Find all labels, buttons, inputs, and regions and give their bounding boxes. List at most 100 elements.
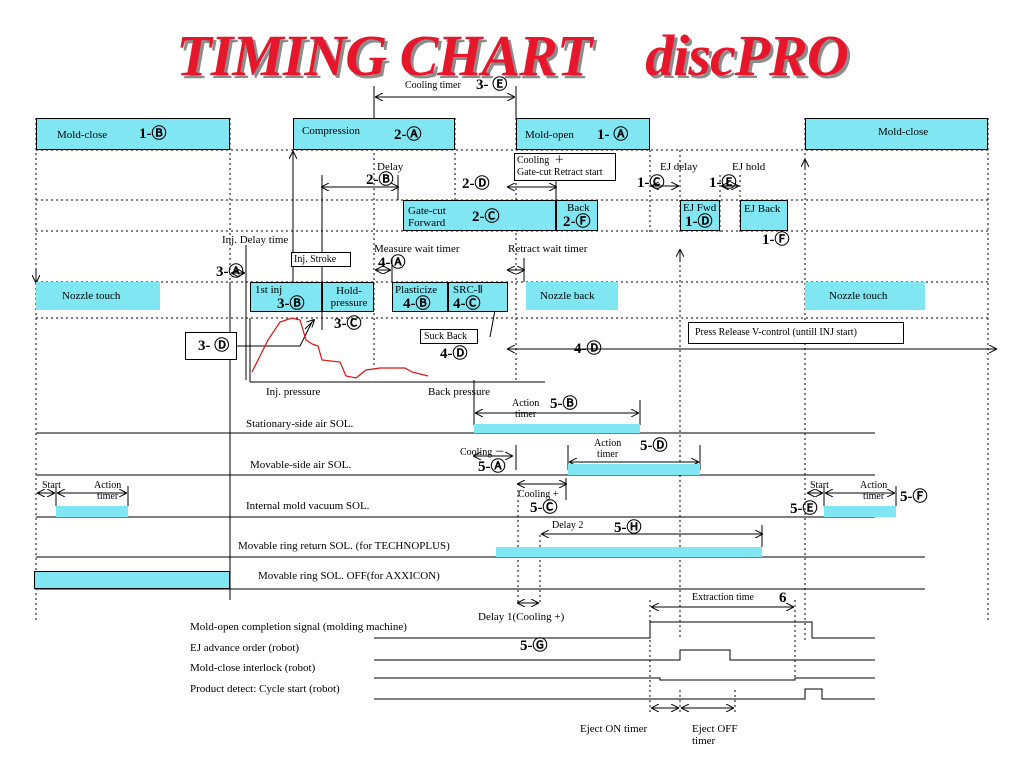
extraction-time-label: Extraction time <box>692 592 754 603</box>
inj-stroke-box: Inj. Stroke <box>291 252 351 267</box>
nozzle-back-block: Nozzle back <box>526 282 618 310</box>
movable-ring-return-label: Movable ring return SOL. (for TECHNOPLUS… <box>238 540 450 552</box>
gate-cut-forward-block: Gate-cut Forward 2-Ⓒ <box>403 200 556 231</box>
back-label: Back <box>567 202 590 214</box>
movable-air-bar <box>568 464 700 475</box>
plasticize-block: Plasticize 4-Ⓑ <box>392 282 448 312</box>
movable-ring-return-bar <box>496 547 762 557</box>
code-4d-2: 4-Ⓓ <box>574 341 602 357</box>
mold-close-label-2: Mold-close <box>878 126 929 138</box>
delay-2-label: Delay 2 <box>552 520 584 531</box>
start-label-2: Start <box>810 480 829 491</box>
mold-close-interlock-label: Mold-close interlock (robot) <box>190 662 316 674</box>
internal-vacuum-label: Internal mold vacuum SOL. <box>246 500 370 512</box>
ej-hold-code: 1-Ⓔ <box>709 175 737 191</box>
delay-code: 2-Ⓑ <box>366 172 394 188</box>
nozzle-touch-label-2: Nozzle touch <box>829 290 888 302</box>
movable-ring-off-label: Movable ring SOL. OFF(for AXXICON) <box>258 570 440 582</box>
ej-back-block: EJ Back <box>740 200 788 231</box>
nozzle-back-label: Nozzle back <box>540 290 595 302</box>
code-5g: 5-Ⓖ <box>520 638 548 654</box>
hold-pressure-block: Hold- pressure <box>322 282 374 312</box>
ej-delay-label: EJ delay <box>660 161 698 173</box>
cooling-timer-code: 3- Ⓔ <box>476 77 508 93</box>
first-inj-label: 1st inj <box>255 284 283 296</box>
mold-open-code: 1- Ⓐ <box>597 127 629 143</box>
eject-off-timer-label: Eject OFF timer <box>692 723 738 747</box>
src-code: 4-Ⓒ <box>453 296 481 312</box>
code-4d: 4-Ⓓ <box>440 346 468 362</box>
code-6: 6 <box>779 590 787 606</box>
code-1f: 1-Ⓕ <box>762 232 790 248</box>
product-detect-label: Product detect: Cycle start (robot) <box>190 683 340 695</box>
code-5c: 5-Ⓒ <box>530 500 558 516</box>
code-3d-box: 3- Ⓓ <box>185 332 237 360</box>
code-5e: 5-Ⓔ <box>790 501 818 517</box>
ej-fwd-label: EJ Fwd <box>683 202 717 214</box>
eject-on-timer-label: Eject ON timer <box>580 723 648 735</box>
ej-fwd-code: 1-Ⓓ <box>685 214 713 230</box>
code-5d: 5-Ⓓ <box>640 438 668 454</box>
press-release-box: Press Release V-control (untill INJ star… <box>688 322 904 344</box>
cooling-minus-label: Cooling － <box>460 447 505 458</box>
delay-1-label: Delay 1(Cooling +) <box>478 611 565 623</box>
inj-pressure-label: Inj. pressure <box>266 386 321 398</box>
compression-block: Compression 2-Ⓐ <box>293 118 455 150</box>
code-3d: 3- Ⓓ <box>198 338 230 354</box>
mold-close-block: Mold-close 1-Ⓑ <box>36 118 230 150</box>
code-5b: 5-Ⓑ <box>550 396 578 412</box>
suck-back-box: Suck Back <box>420 329 478 344</box>
nozzle-touch-block-2: Nozzle touch <box>805 282 925 310</box>
code-2d: 2-Ⓓ <box>462 176 490 192</box>
code-5h: 5-Ⓗ <box>614 520 642 536</box>
ej-advance-label: EJ advance order (robot) <box>190 642 300 654</box>
ej-delay-code: 1-Ⓒ <box>637 175 665 191</box>
plasticize-label: Plasticize <box>395 284 438 296</box>
retract-wait-label: Retract wait timer <box>508 243 588 255</box>
vacuum-bar-1 <box>56 506 128 517</box>
start-label-1: Start <box>42 480 61 491</box>
first-inj-block: 1st inj 3-Ⓑ <box>250 282 322 312</box>
nozzle-touch-label: Nozzle touch <box>62 290 121 302</box>
gate-cut-code: 2-Ⓒ <box>472 209 500 225</box>
delay-label: Delay <box>377 161 404 173</box>
action-timer-label-2: Action timer <box>860 480 888 502</box>
cooling-plus-label: Cooling + <box>518 489 559 500</box>
code-3c: 3-Ⓒ <box>334 316 362 332</box>
action-timer-label-1: Action timer <box>94 480 122 502</box>
src-block: SRC-Ⅱ 4-Ⓒ <box>448 282 508 312</box>
measure-wait-label: Measure wait timer <box>374 243 460 255</box>
code-5a: 5-Ⓐ <box>478 459 506 475</box>
mold-open-signal-label: Mold-open completion signal (molding mac… <box>190 621 407 633</box>
back-block: Back 2-Ⓕ <box>556 200 598 231</box>
stationary-air-label: Stationary-side air SOL. <box>246 418 354 430</box>
movable-air-label: Movable-side air SOL. <box>250 459 352 471</box>
cooling-gatecut-box: Cooling ＋ Gate-cut Retract start <box>514 153 616 181</box>
cooling-timer-label: Cooling timer <box>405 80 461 91</box>
mold-open-label: Mold-open <box>525 129 574 141</box>
code-5f: 5-Ⓕ <box>900 489 928 505</box>
code-4a: 4-Ⓐ <box>378 255 406 271</box>
ej-back-label: EJ Back <box>744 203 781 215</box>
code-3a: 3-Ⓐ <box>216 264 244 280</box>
movable-ring-off-bar <box>34 571 230 589</box>
compression-label: Compression <box>302 125 361 137</box>
compression-code: 2-Ⓐ <box>394 127 422 143</box>
stationary-air-bar <box>474 424 640 433</box>
mold-close-code: 1-Ⓑ <box>139 126 167 142</box>
mold-open-block: Mold-open 1- Ⓐ <box>516 118 650 150</box>
action-timer-5b-label: Action timer <box>512 398 540 420</box>
ej-hold-label: EJ hold <box>732 161 766 173</box>
mold-close-label: Mold-close <box>57 129 108 141</box>
ej-fwd-block: EJ Fwd 1-Ⓓ <box>680 200 720 231</box>
mold-close-block-2: Mold-close <box>805 118 988 150</box>
plasticize-code: 4-Ⓑ <box>403 296 431 312</box>
nozzle-touch-block: Nozzle touch <box>36 282 160 310</box>
first-inj-code: 3-Ⓑ <box>277 296 305 312</box>
back-pressure-label: Back pressure <box>428 386 491 398</box>
back-code: 2-Ⓕ <box>563 214 591 230</box>
page-title: TIMING CHART discPRO <box>176 23 848 88</box>
vacuum-bar-2 <box>824 506 896 517</box>
gate-cut-forward-label: Gate-cut Forward <box>408 205 446 229</box>
inj-delay-time-label: Inj. Delay time <box>222 234 289 246</box>
